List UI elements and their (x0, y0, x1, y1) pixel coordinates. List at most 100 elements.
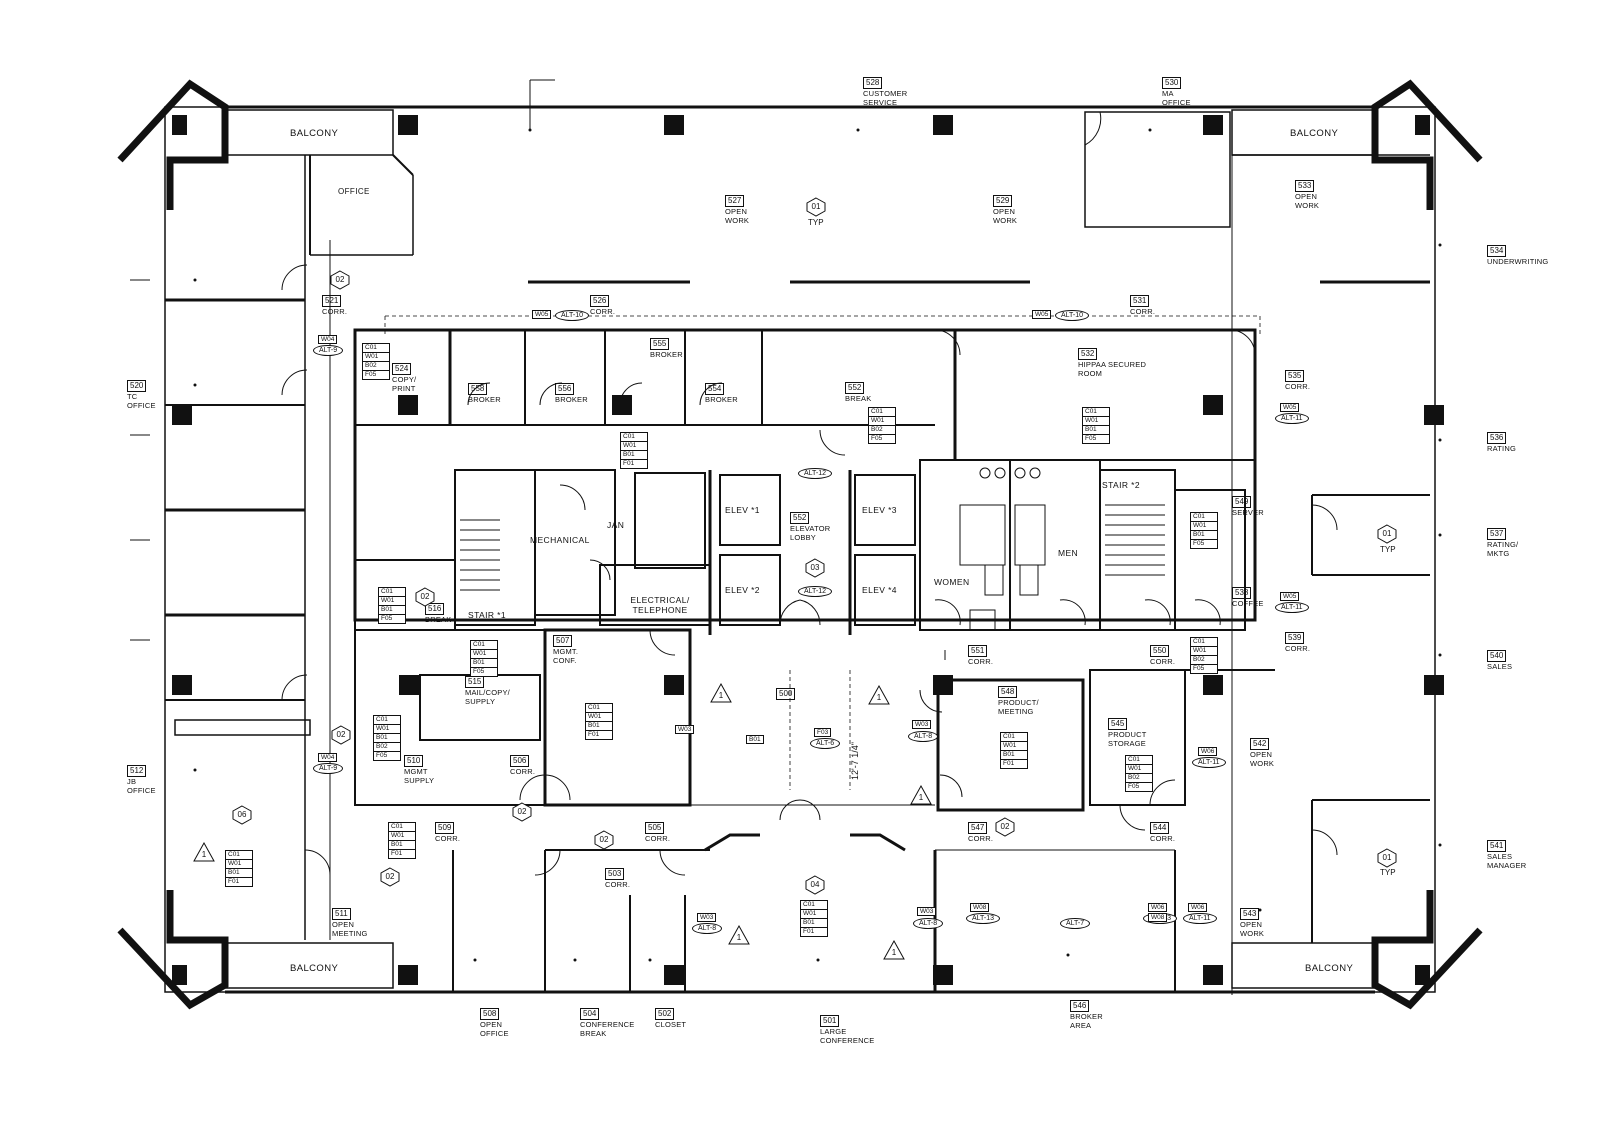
hex-callout: 01 (1377, 848, 1397, 868)
alt-tag: ALT-11 (1183, 913, 1217, 924)
corner-bastion-br (1371, 890, 1483, 1010)
typ-label: TYP (1380, 545, 1396, 554)
window-tag: W08 (1148, 913, 1168, 922)
window-tag: W04 (318, 335, 338, 344)
balcony-label: BALCONY (290, 128, 339, 139)
alt-tag: ALT-9 (313, 763, 344, 774)
corner-bastion-tl (117, 79, 229, 210)
alt-tag: ALT-8 (692, 923, 723, 934)
hex-callout: 02 (331, 725, 351, 745)
window-tag: W04 (318, 753, 338, 762)
revision-triangle: 1 (883, 940, 905, 960)
revision-triangle: 1 (710, 683, 732, 703)
floor-tag: F03 (814, 728, 832, 737)
corner-bastion-tr (1371, 79, 1483, 210)
alt-tag: ALT-8 (913, 918, 944, 929)
men-label: MEN (1058, 548, 1079, 558)
electrical-label: ELECTRICAL/ TELEPHONE (630, 595, 690, 615)
typ-label: TYP (808, 218, 824, 227)
alt-tag: ALT-6 (810, 738, 841, 749)
alt-tag: ALT-8 (908, 731, 939, 742)
window-tag: W08 (970, 903, 990, 912)
revision-triangle: 1 (910, 785, 932, 805)
women-label: WOMEN (934, 577, 970, 587)
office-label: OFFICE (338, 187, 370, 196)
window-tag: W05 (1280, 403, 1300, 412)
hex-callout: 01 (806, 197, 826, 217)
alt-tag: ALT-11 (1192, 757, 1226, 768)
base-tag: B01 (746, 735, 764, 744)
alt-tag: ALT-7 (1060, 918, 1091, 929)
window-tag: W03 (917, 907, 937, 916)
hex-callout: 04 (805, 875, 825, 895)
hex-callout: 02 (995, 817, 1015, 837)
hex-callout: 03 (805, 558, 825, 578)
elev1-label: ELEV *1 (725, 505, 760, 515)
window-tag: W05 (1032, 310, 1052, 319)
revision-triangle: 1 (193, 842, 215, 862)
jan-label: JAN (607, 520, 625, 530)
alt-tag: ALT-12 (798, 468, 833, 479)
room-label-500: 500 (776, 688, 796, 700)
elev3-label: ELEV *3 (862, 505, 897, 515)
window-tag: W06 (1148, 903, 1168, 912)
window-tag: W05 (1280, 592, 1300, 601)
hex-callout: 02 (594, 830, 614, 850)
window-tag: W03 (697, 913, 717, 922)
alt-tag: ALT-12 (798, 586, 833, 597)
window-tag: W03 (912, 720, 932, 729)
hex-callout: 06 (232, 805, 252, 825)
hex-callout: 02 (415, 587, 435, 607)
column (398, 115, 418, 135)
window-tag: W06 (1198, 747, 1218, 756)
hex-callout: 01 (1377, 524, 1397, 544)
revision-triangle: 1 (728, 925, 750, 945)
window-tag: W03 (675, 725, 695, 734)
revision-triangle: 1 (868, 685, 890, 705)
